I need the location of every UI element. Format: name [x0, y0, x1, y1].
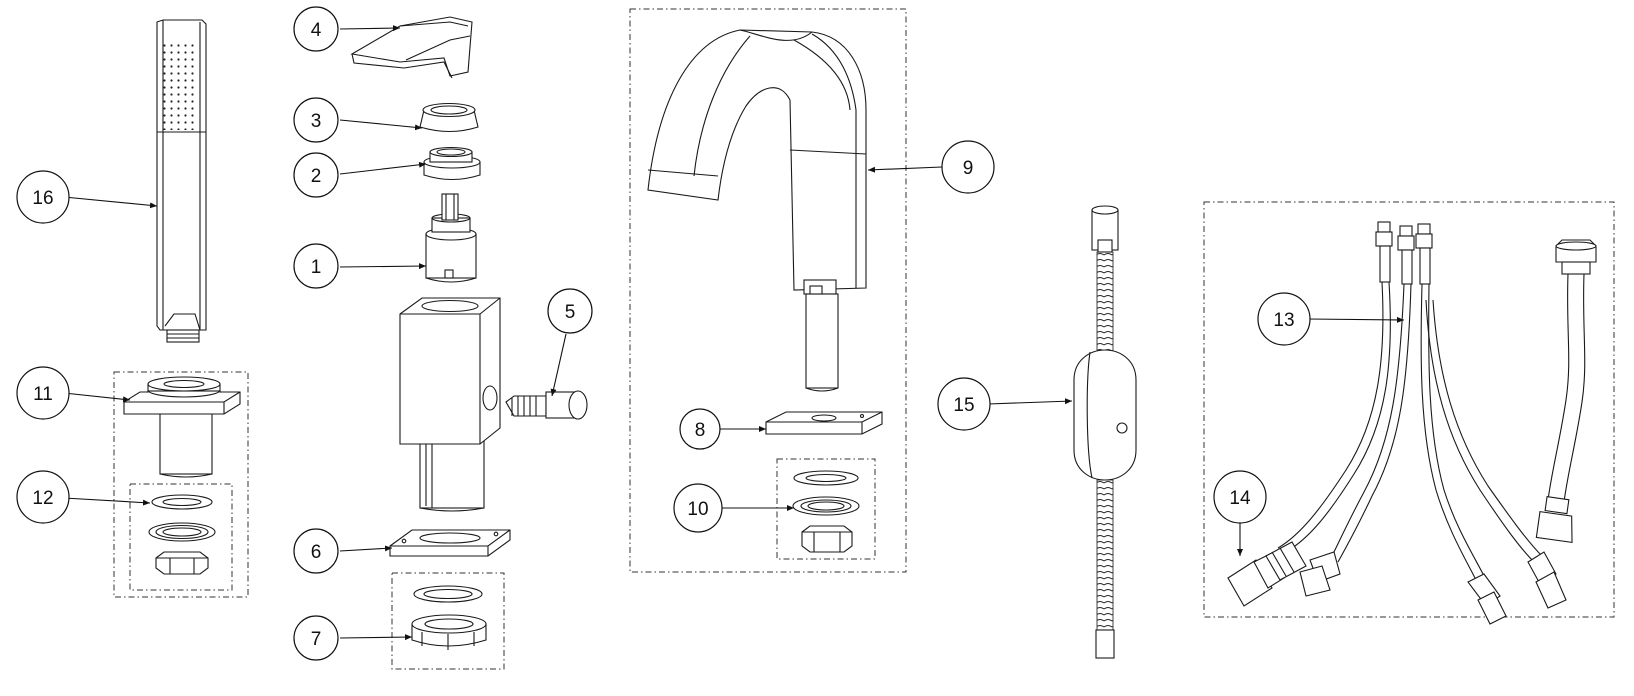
group-frame-spout-fixings [776, 458, 876, 560]
leader-11 [63, 392, 131, 403]
callout-12: 12 [16, 470, 70, 524]
part-body-washer-and-nut [411, 585, 487, 650]
part-base-plate [389, 529, 511, 557]
leader-6 [339, 545, 393, 552]
part-mount-flange [123, 376, 241, 478]
leader-2 [339, 161, 427, 175]
callout-1: 1 [293, 243, 339, 289]
leader-1 [339, 263, 427, 270]
callout-16-label: 16 [32, 188, 53, 209]
callout-12-label: 12 [32, 488, 53, 509]
leader-9 [867, 166, 943, 173]
leader-7 [339, 634, 413, 641]
part-check-valve [1227, 541, 1307, 607]
part-spout-washers-and-nut [792, 470, 860, 553]
part-spout [647, 29, 867, 392]
callout-15: 15 [937, 377, 991, 431]
callout-6-label: 6 [311, 542, 322, 563]
leader-lines [63, 25, 1405, 641]
callout-9-label: 9 [963, 158, 974, 179]
leader-16 [63, 196, 158, 209]
callout-11-label: 11 [33, 384, 53, 405]
leader-5 [550, 333, 567, 397]
part-hand-shower [156, 19, 207, 343]
callout-8-label: 8 [695, 420, 706, 441]
callout-3-label: 3 [311, 111, 322, 132]
part-diverter-valve [505, 390, 588, 420]
callout-14: 14 [1213, 470, 1267, 524]
part-cartridge [425, 193, 477, 283]
callout-10-label: 10 [687, 499, 708, 520]
leader-15 [987, 398, 1073, 405]
part-flexible-hoses [1277, 221, 1597, 625]
group-frame-hoses [1203, 201, 1615, 618]
leader-3 [339, 119, 423, 131]
group-frame-spout [629, 8, 907, 573]
callout-5: 5 [547, 288, 593, 334]
leader-12 [63, 497, 151, 506]
callout-2: 2 [293, 152, 339, 198]
part-shroud-cap [419, 102, 479, 133]
part-spout-plate [765, 411, 883, 435]
callout-4: 4 [293, 6, 339, 52]
leader-4 [339, 25, 401, 32]
callout-10: 10 [673, 483, 723, 533]
callout-6: 6 [293, 528, 339, 574]
callout-16: 16 [16, 170, 70, 224]
group-frame-hand-shower-fixings [129, 483, 233, 591]
group-frame-body-fixings [391, 572, 505, 670]
callout-2-label: 2 [311, 166, 322, 187]
callout-9: 9 [941, 140, 995, 194]
leader-13 [1307, 316, 1405, 323]
part-retaining-nut [423, 146, 481, 181]
callout-5-label: 5 [565, 302, 576, 323]
callout-13-label: 13 [1273, 310, 1294, 331]
callout-7-label: 7 [311, 629, 322, 650]
callout-11: 11 [16, 366, 70, 420]
callout-15-label: 15 [953, 395, 974, 416]
part-valve-body [399, 297, 501, 512]
part-washers-and-nut [148, 494, 216, 575]
callout-4-label: 4 [311, 20, 322, 41]
callout-8: 8 [679, 408, 721, 450]
callout-3: 3 [293, 97, 339, 143]
callout-7: 7 [293, 615, 339, 661]
callout-14-label: 14 [1229, 488, 1251, 509]
part-shower-hose [1073, 205, 1137, 659]
callout-13: 13 [1257, 292, 1311, 346]
group-frame-hand-shower-mount [113, 371, 249, 598]
callout-1-label: 1 [311, 257, 322, 278]
part-handle-lever [350, 16, 473, 79]
